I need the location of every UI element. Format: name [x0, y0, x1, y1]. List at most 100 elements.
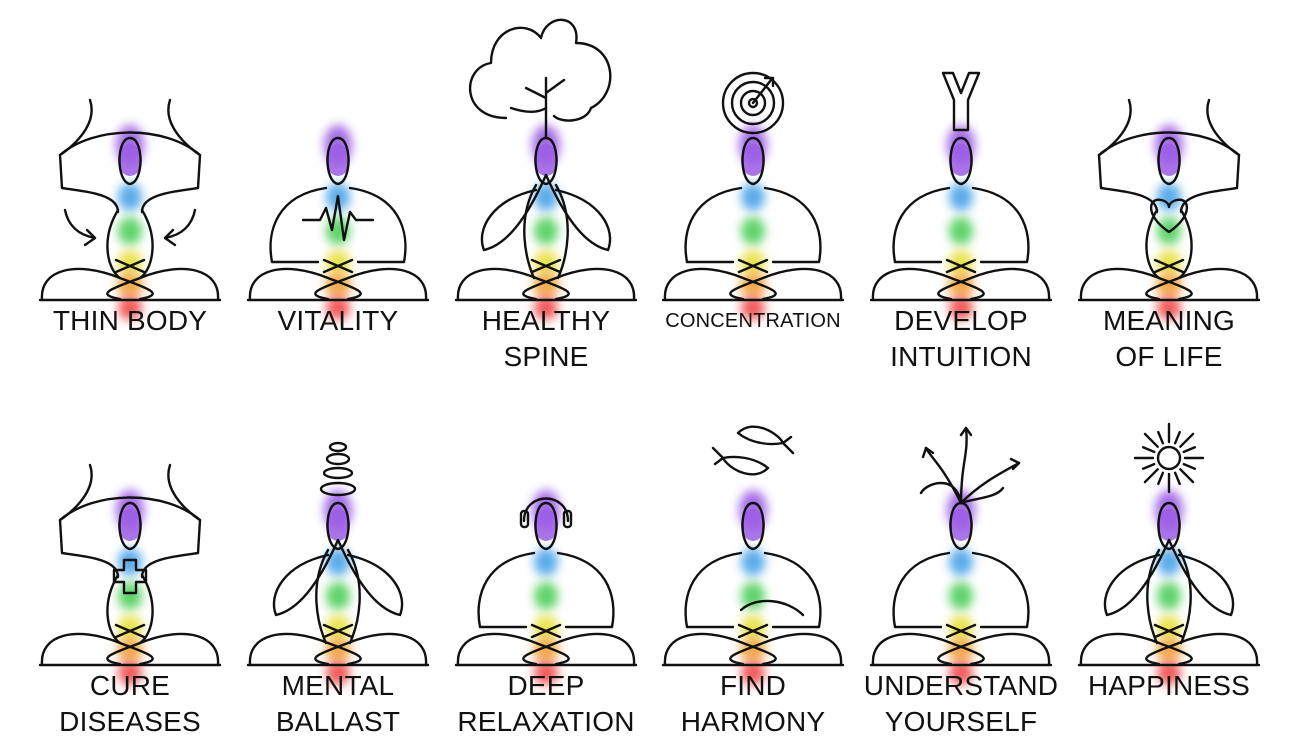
sun-ray — [1141, 462, 1156, 470]
crown-chakra — [949, 144, 973, 176]
chakra-point — [949, 582, 973, 610]
head — [741, 136, 765, 186]
left-leg — [1079, 267, 1193, 301]
right-leg — [1145, 267, 1259, 301]
chakra-point — [741, 296, 765, 320]
target-ring — [739, 89, 767, 117]
left-leg — [40, 267, 154, 301]
crossed-ankles — [945, 258, 977, 274]
crown-chakra — [949, 509, 973, 541]
fish-icon — [711, 425, 805, 617]
meditating-figure — [869, 426, 1053, 685]
chakra-point — [1157, 183, 1181, 211]
right-arm — [348, 186, 407, 264]
left-arm — [892, 551, 951, 629]
meditating-figure — [38, 463, 222, 685]
meditating-figure — [661, 71, 845, 320]
ear-cup — [562, 509, 573, 529]
head — [326, 136, 350, 186]
meditating-figure — [661, 425, 845, 685]
head — [326, 501, 350, 551]
left-leg — [248, 267, 362, 301]
collar — [58, 131, 202, 157]
left-leg — [871, 632, 985, 666]
pose-label: CONCENTRATION — [648, 303, 858, 339]
left-leg — [248, 632, 362, 666]
chakra-point — [534, 183, 558, 211]
chakra-point — [1157, 296, 1181, 320]
sun-ray — [1157, 430, 1165, 445]
pose-label-line: YOURSELF — [884, 706, 1038, 737]
pose-label-line: MENTAL — [281, 670, 395, 701]
left-arm — [1103, 538, 1171, 617]
sun-ray — [1143, 468, 1159, 484]
chakra-point — [118, 582, 142, 610]
chakra-point — [326, 296, 350, 320]
crossed-ankles — [1153, 623, 1185, 639]
head — [534, 501, 558, 551]
collar — [58, 496, 202, 522]
right-leg — [522, 632, 636, 666]
chakra-point — [326, 582, 350, 610]
pose-label: VITALITY — [233, 303, 443, 339]
pose-label-line: SPINE — [503, 341, 589, 372]
pose-label: THIN BODY — [25, 303, 235, 339]
chakra-point — [741, 582, 765, 610]
left-arm — [477, 551, 536, 629]
right-leg — [314, 632, 428, 666]
chakra-point — [949, 661, 973, 685]
right-arm — [336, 538, 404, 617]
pose-label-line: MEANING — [1102, 305, 1236, 336]
meditating-figure — [246, 441, 430, 685]
left-leg — [1079, 632, 1193, 666]
meditating-figure — [454, 18, 638, 320]
sun-ray — [1173, 471, 1181, 486]
stone-stack-icon — [319, 441, 357, 497]
left-arm — [684, 551, 743, 629]
right-leg — [1145, 632, 1259, 666]
crown-chakra — [326, 509, 350, 541]
pose-label-line: THIN BODY — [52, 305, 208, 336]
pose-label-line: HAPPINESS — [1087, 670, 1251, 701]
crown-chakra — [1157, 509, 1181, 541]
crown-chakra — [1157, 144, 1181, 176]
right-leg — [729, 267, 843, 301]
pose-label-line: HEALTHY — [481, 305, 611, 336]
head — [949, 501, 973, 551]
chakra-point — [949, 217, 973, 245]
pose-label: HEALTHY SPINE — [441, 303, 651, 375]
sun-ray — [1182, 446, 1197, 454]
pose-label-line: DEVELOP — [894, 305, 1028, 336]
chakra-glow — [116, 125, 144, 320]
pose-label-line: DISEASES — [59, 706, 201, 737]
crown-chakra — [326, 144, 350, 176]
crown-chakra — [534, 509, 558, 541]
pose-label-line: OF LIFE — [1115, 341, 1223, 372]
stone — [322, 466, 354, 480]
chakra-point — [326, 548, 350, 576]
pose-label-line: UNDERSTAND — [863, 670, 1059, 701]
pose-label-line: BALLAST — [275, 706, 401, 737]
chakra-point — [534, 661, 558, 685]
crown-chakra — [534, 144, 558, 176]
chakra-point — [949, 296, 973, 320]
target-ring — [730, 80, 776, 126]
crossed-ankles — [530, 258, 562, 274]
right-leg — [937, 632, 1051, 666]
crossed-ankles — [530, 623, 562, 639]
crossed-ankles — [945, 623, 977, 639]
stone — [325, 452, 351, 466]
chakra-point — [118, 661, 142, 685]
chakra-point — [741, 661, 765, 685]
right-waist — [138, 573, 154, 645]
right-arm — [763, 186, 822, 264]
left-shoulder — [58, 463, 120, 579]
chakra-point — [534, 548, 558, 576]
left-waist — [106, 208, 122, 280]
chakra-point — [118, 548, 142, 576]
left-arm — [272, 538, 340, 617]
tree-icon — [469, 18, 612, 140]
head — [1157, 501, 1181, 551]
